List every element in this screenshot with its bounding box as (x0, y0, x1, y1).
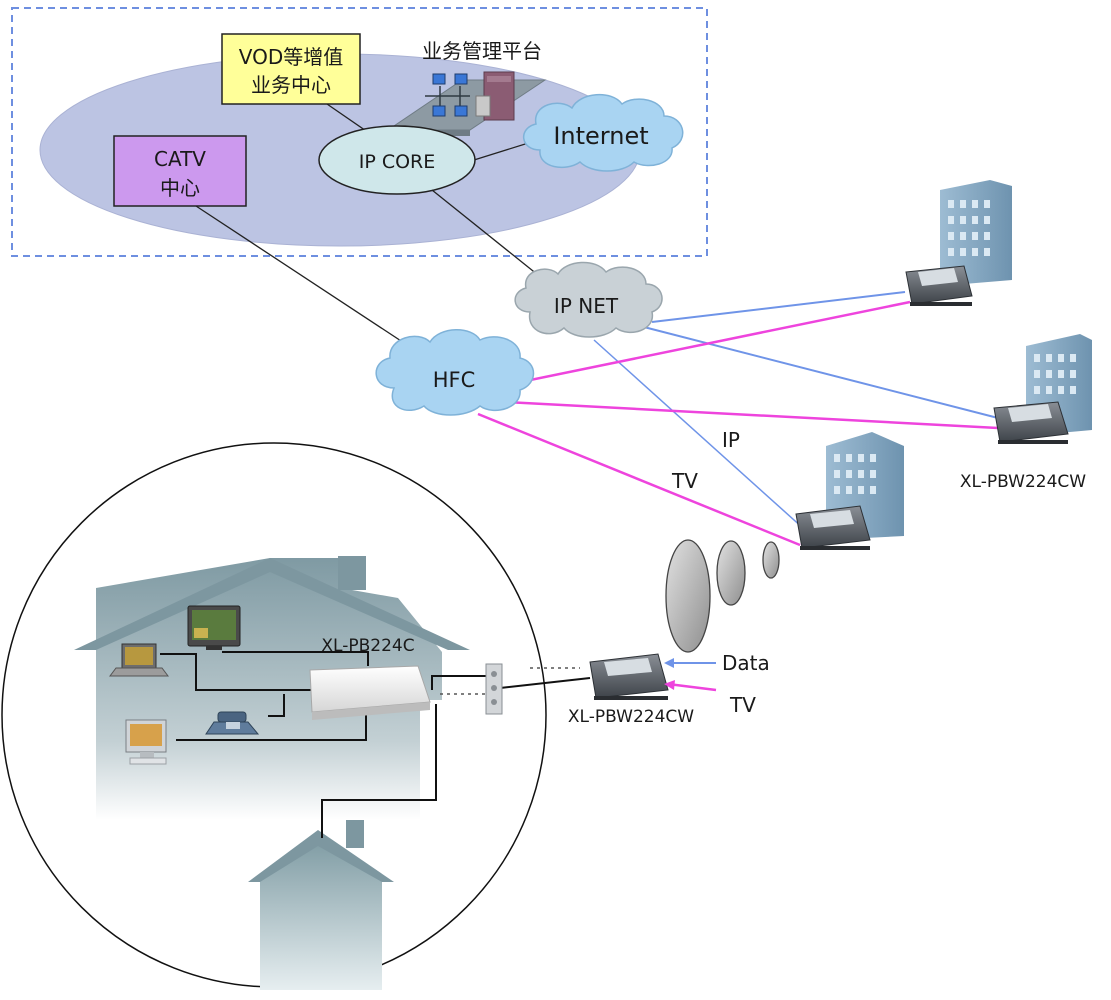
tv-link-to-building-1 (505, 300, 911, 387)
vod-center-label-line1: VOD等增值 (239, 45, 343, 69)
wireless-signal-small (762, 541, 780, 579)
router-icon (589, 653, 669, 700)
home-wiring (160, 651, 591, 838)
ip-net-label: IP NET (554, 294, 619, 318)
tv-link-label: TV (671, 469, 698, 493)
hfc-cloud: HFC (375, 329, 535, 416)
management-platform-icon (386, 71, 547, 136)
wireless-signal-medium (716, 540, 746, 606)
hfc-label: HFC (433, 368, 476, 392)
server-icon (475, 71, 515, 121)
tv-icon (187, 605, 241, 650)
link-catv-hfc (195, 205, 431, 361)
tv-arrow (664, 680, 717, 692)
tv-link-to-building-2 (505, 400, 999, 430)
management-platform-label: 业务管理平台 (422, 39, 542, 63)
legend-data-label: Data (722, 651, 770, 675)
ip-core-node (318, 125, 476, 195)
device-home-label: XL-PBW224CW (568, 707, 694, 727)
link-ipcore-ipnet (431, 189, 549, 284)
office-building-icon (940, 180, 1012, 286)
ip-link-to-building-2 (639, 325, 999, 419)
telephone-icon (205, 711, 260, 735)
small-house-icon (248, 820, 394, 990)
wiring-dotted (440, 667, 580, 695)
internet-label: Internet (553, 122, 648, 150)
internet-cloud: Internet (523, 93, 684, 172)
desktop-pc-icon (125, 719, 167, 765)
router-icon (905, 265, 973, 306)
catv-center-label-line2: 中心 (160, 176, 200, 200)
ip-link-to-building-1 (651, 291, 906, 323)
catv-center-box (113, 135, 247, 207)
vod-center-box (221, 33, 361, 105)
catv-center-label-line1: CATV (154, 147, 206, 171)
ip-core-label: IP CORE (359, 151, 436, 173)
splitter-icon (485, 663, 503, 715)
laptop-icon (109, 643, 169, 677)
ip-net-cloud: IP NET (514, 261, 663, 338)
vod-center-label-line2: 业务中心 (251, 73, 331, 97)
lan-icon (425, 73, 470, 117)
core-network-boundary (11, 7, 708, 257)
legend-tv-label: TV (729, 693, 756, 717)
data-arrow (664, 658, 716, 668)
ip-link-to-building-3 (593, 339, 815, 539)
ip-link-label: IP (722, 428, 740, 452)
device-right-label: XL-PBW224CW (960, 472, 1086, 492)
home-gateway-label: XL-PB224C (321, 636, 414, 656)
tv-link-to-building-3 (477, 412, 801, 547)
router-icon (993, 401, 1069, 444)
router-icon (795, 505, 871, 550)
home-gateway-icon (309, 665, 431, 720)
wireless-signal-large (665, 539, 711, 653)
